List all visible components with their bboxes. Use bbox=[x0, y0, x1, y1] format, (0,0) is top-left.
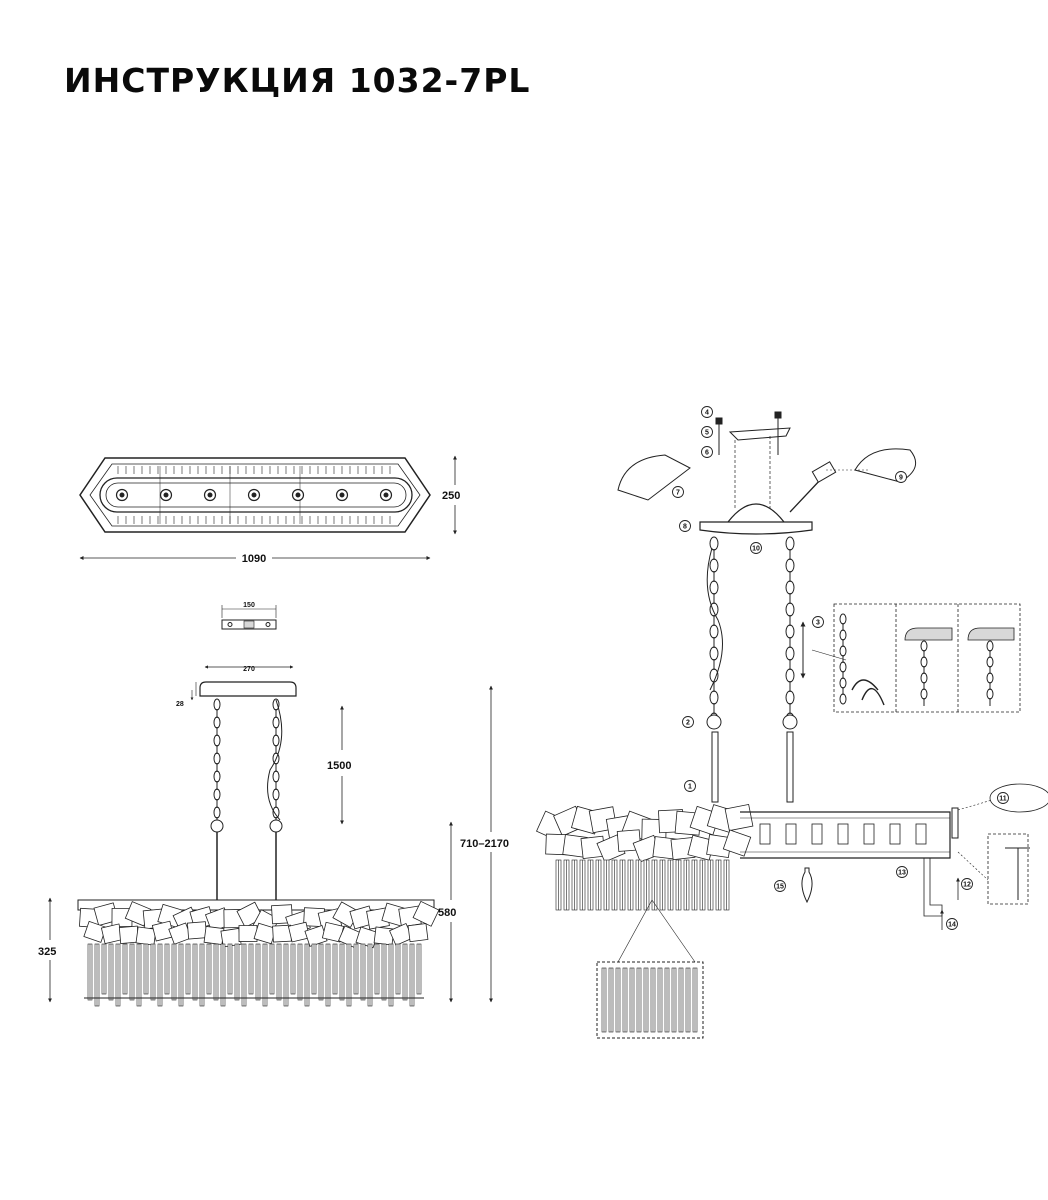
step-marker-6 bbox=[701, 446, 713, 458]
dim-top-width: 1090 bbox=[242, 553, 266, 565]
step-label-12: 12 bbox=[963, 882, 971, 889]
dim-top-depth: 250 bbox=[442, 490, 460, 502]
step-label-9: 9 bbox=[899, 475, 903, 482]
step-label-2: 2 bbox=[686, 720, 690, 727]
step-label-10: 10 bbox=[752, 546, 760, 553]
step-label-3: 3 bbox=[816, 620, 820, 627]
step-marker-7 bbox=[672, 486, 684, 498]
mounting-bracket: 150 bbox=[221, 602, 277, 630]
step-marker-15 bbox=[774, 880, 786, 892]
step-label-4: 4 bbox=[705, 410, 709, 417]
step-label-7: 7 bbox=[676, 490, 680, 497]
assembly-view bbox=[536, 411, 1048, 1039]
step-marker-13 bbox=[896, 866, 908, 878]
step-label-1: 1 bbox=[688, 784, 692, 791]
dim-canopy-height: 28 bbox=[176, 701, 184, 708]
step-label-6: 6 bbox=[705, 450, 709, 457]
step-label-15: 15 bbox=[776, 884, 784, 891]
page-title: ИНСТРУКЦИЯ 1032-7PL bbox=[64, 61, 531, 100]
dim-chain-length: 1500 bbox=[327, 760, 351, 772]
bulb-sockets bbox=[115, 488, 393, 502]
step-marker-3 bbox=[812, 616, 824, 628]
step-marker-14 bbox=[946, 918, 958, 930]
step-marker-12 bbox=[961, 878, 973, 890]
step-label-14: 14 bbox=[948, 922, 956, 929]
dim-body-height: 580 bbox=[438, 907, 456, 919]
step-marker-5 bbox=[701, 426, 713, 438]
dim-canopy-width: 270 bbox=[243, 666, 255, 673]
step-marker-9 bbox=[895, 471, 907, 483]
step-label-8: 8 bbox=[683, 524, 687, 531]
dimension-width: 1090 bbox=[79, 553, 431, 565]
top-view bbox=[79, 457, 431, 533]
dim-bracket-width: 150 bbox=[243, 602, 255, 609]
dimension-crystal: 325 bbox=[38, 897, 56, 1003]
dimension-body: 580 bbox=[438, 821, 456, 1003]
step-label-11: 11 bbox=[999, 796, 1007, 803]
step-marker-11 bbox=[997, 792, 1009, 804]
step-marker-1 bbox=[684, 780, 696, 792]
step-label-5: 5 bbox=[705, 430, 709, 437]
dimension-total: 710–2170 bbox=[460, 685, 509, 1003]
step-marker-2 bbox=[682, 716, 694, 728]
dim-total-height: 710–2170 bbox=[460, 838, 509, 850]
dimension-depth: 250 bbox=[442, 455, 460, 535]
dim-crystal-height: 325 bbox=[38, 946, 56, 958]
step-marker-8 bbox=[679, 520, 691, 532]
step-label-13: 13 bbox=[898, 870, 906, 877]
front-view: 270 28 bbox=[77, 665, 440, 1007]
step-marker-10 bbox=[750, 542, 762, 554]
dimension-chain: 1500 bbox=[327, 705, 351, 825]
step-marker-4 bbox=[701, 406, 713, 418]
